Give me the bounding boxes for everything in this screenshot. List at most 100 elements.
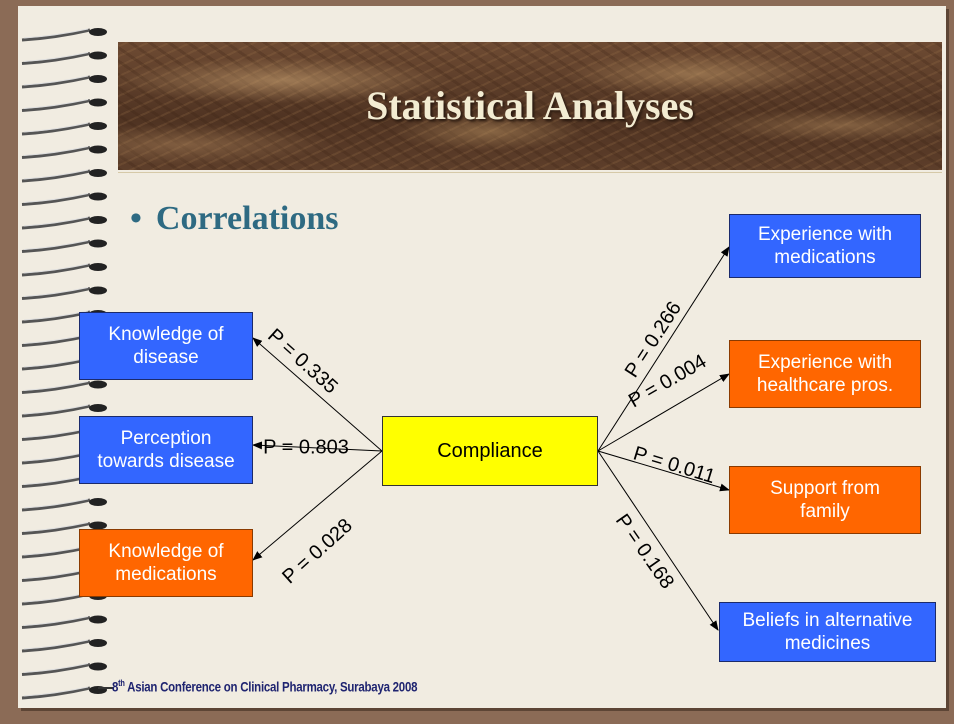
binding-wire-highlight (23, 404, 89, 415)
binding-hole (89, 75, 107, 83)
binding-hole (89, 28, 107, 36)
footer-text: Asian Conference on Clinical Pharmacy, S… (124, 678, 418, 695)
node-label-line1: Perception (120, 428, 212, 449)
binding-hole (89, 51, 107, 60)
node-label-line2: healthcare pros. (756, 375, 894, 396)
node-label-line1: Beliefs in alternative (742, 610, 913, 631)
binding-wire (21, 287, 91, 300)
p-value-label: P = 0.803 (263, 436, 349, 458)
binding-wire-highlight (23, 28, 89, 39)
binding-hole (89, 192, 107, 201)
binding-wire (21, 263, 91, 277)
binding-wire (21, 381, 91, 394)
binding-wire-highlight (23, 639, 89, 650)
binding-wire-highlight (23, 498, 89, 509)
binding-hole (89, 145, 107, 154)
bullet-correlations: • Correlations (130, 200, 338, 238)
title-banner (118, 42, 942, 170)
binding-wire (21, 99, 91, 112)
binding-hole (89, 521, 107, 530)
node-label-line1: Knowledge of (108, 541, 224, 562)
edge-perception-towards-disease (252, 441, 383, 452)
binding-wire-highlight (23, 522, 89, 532)
binding-hole (89, 216, 107, 224)
binding-hole (89, 404, 107, 412)
p-value-label: P = 0.011 (631, 442, 718, 488)
node-label-line1: Experience with (757, 224, 893, 245)
binding-wire (21, 216, 91, 230)
node-label-line2: disease (133, 347, 199, 368)
binding-wire (21, 639, 91, 653)
binding-hole (89, 263, 107, 271)
node-label-line1: Experience with (757, 352, 893, 373)
binding-wire-highlight (23, 263, 89, 274)
binding-hole (89, 662, 107, 671)
slide-title: Statistical Analyses (366, 83, 694, 128)
footer-conference: 8th Asian Conference on Clinical Pharmac… (112, 678, 417, 695)
binding-wire (21, 522, 91, 535)
node-label-line2: towards disease (97, 451, 235, 472)
bullet-text: Correlations (155, 200, 339, 237)
binding-wire (21, 52, 91, 65)
node-label-line2: medications (115, 564, 217, 585)
binding-hole (89, 98, 107, 107)
binding-wire (21, 686, 91, 700)
footer-arrow-icon (98, 687, 114, 689)
edge-knowledge-of-disease (252, 337, 383, 452)
binding-hole (89, 615, 107, 624)
binding-hole (89, 122, 107, 130)
binding-wire-highlight (23, 686, 89, 697)
edge-knowledge-of-medications (252, 450, 383, 561)
edge-support-from-family (597, 450, 730, 492)
node-label-line2: medicines (784, 633, 871, 654)
title-divider (118, 172, 942, 173)
binding-wire-highlight (23, 663, 89, 673)
binding-wire (21, 240, 91, 253)
edge-experience-with-healthcare-pros (597, 373, 730, 452)
bullet-dot-icon: • (130, 200, 142, 237)
binding-wire (21, 498, 91, 512)
binding-wire-highlight (23, 193, 89, 203)
binding-wire-highlight (23, 216, 89, 227)
binding-wire-highlight (23, 99, 89, 109)
binding-wire (21, 193, 91, 206)
edge-experience-with-medications (597, 246, 730, 452)
binding-wire-highlight (23, 52, 89, 62)
node-label-line2: family (800, 501, 850, 522)
binding-wire-highlight (23, 240, 89, 250)
binding-wire (21, 122, 91, 136)
binding-hole (89, 498, 107, 506)
binding-wire (21, 663, 91, 676)
binding-wire-highlight (23, 169, 89, 180)
binding-wire-highlight (23, 381, 89, 391)
binding-wire-highlight (23, 146, 89, 156)
p-value-label: P = 0.168 (611, 510, 678, 593)
edge-beliefs-in-alternative-medicines (597, 450, 719, 631)
footer-ordinal-suffix: th (118, 678, 125, 688)
node-label-line2: medications (774, 247, 876, 268)
binding-hole (89, 380, 107, 389)
p-value-label: P = 0.028 (278, 515, 357, 589)
node-label-line1: Knowledge of (108, 324, 224, 345)
p-value-label: P = 0.335 (263, 325, 342, 399)
binding-wire (21, 146, 91, 159)
binding-wire-highlight (23, 75, 89, 86)
binding-hole (89, 639, 107, 647)
binding-wire (21, 404, 91, 418)
binding-hole (89, 169, 107, 177)
node-compliance: Compliance (382, 416, 598, 486)
footer-ordinal: 8 (112, 678, 119, 695)
binding-wire-highlight (23, 287, 89, 297)
binding-wire-highlight (23, 616, 89, 626)
binding-wire (21, 28, 91, 42)
node-label: Compliance (437, 439, 543, 462)
binding-hole (89, 286, 107, 295)
